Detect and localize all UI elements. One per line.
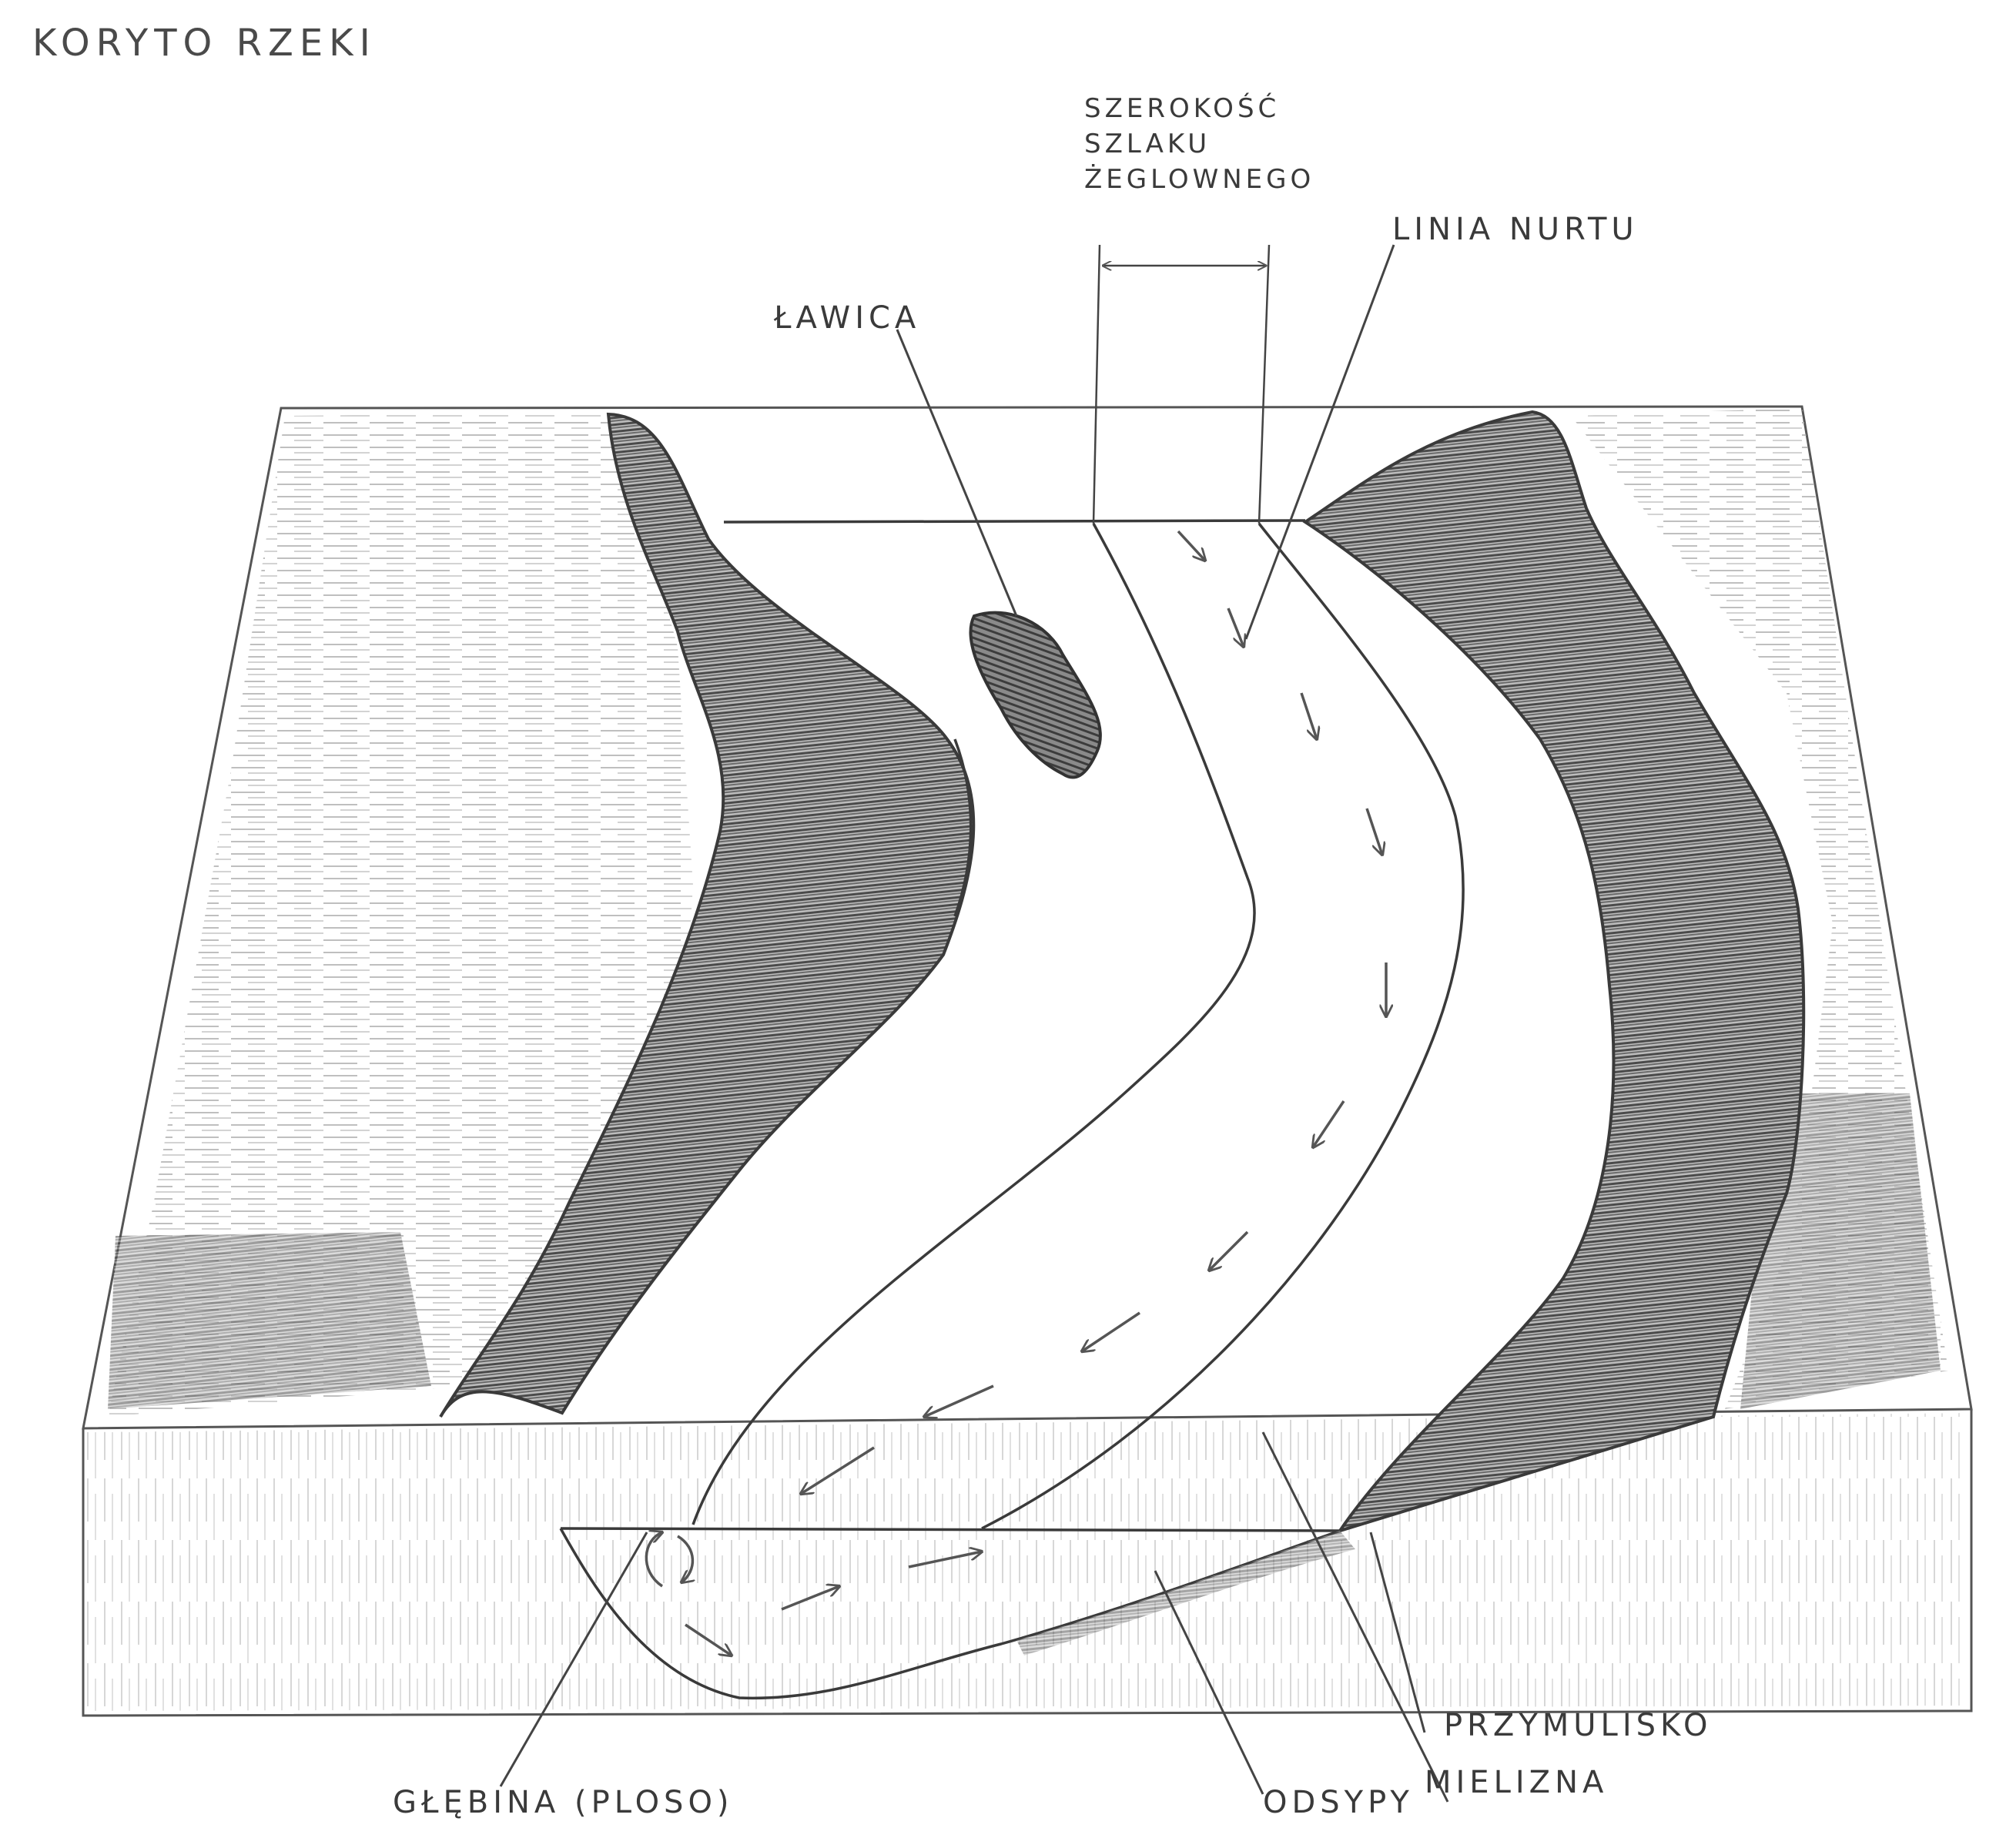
bar-shape: [970, 613, 1100, 778]
route-width-label-line3: ŻEGLOWNEGO: [1084, 162, 1314, 197]
route-width-marker: [1093, 245, 1269, 524]
route-width-left-guide: [1093, 245, 1100, 524]
flow-arrow: [1228, 608, 1244, 647]
front-face-shading: [85, 1413, 1967, 1711]
flow-arrow: [1082, 1313, 1140, 1351]
thalweg-label: LINIA NURTU: [1392, 212, 1639, 247]
left-edge-dark-patch: [108, 1232, 431, 1409]
floodplain-area-label: PRZYMULISKO: [1444, 1708, 1713, 1743]
flow-arrow: [1209, 1232, 1247, 1270]
shoal-label: MIELIZNA: [1425, 1765, 1608, 1800]
deposits-label: ODSYPY: [1263, 1785, 1414, 1820]
pool-label: GŁĘBINA (PLOSO): [393, 1785, 734, 1820]
flow-arrow: [924, 1386, 993, 1417]
bar-label: ŁAWICA: [774, 300, 920, 336]
route-width-label: SZEROKOŚĆ SZLAKU ŻEGLOWNEGO: [1084, 91, 1314, 197]
channel-top-edge: [724, 521, 1305, 522]
bar-leader: [897, 330, 1016, 616]
route-width-right-guide: [1259, 245, 1269, 524]
flow-arrow: [1313, 1101, 1344, 1147]
route-width-label-line1: SZEROKOŚĆ: [1084, 91, 1314, 126]
flow-arrow: [1367, 808, 1382, 855]
flow-arrow: [1301, 693, 1317, 739]
flow-arrow: [1178, 531, 1205, 561]
thalweg-leader: [1246, 245, 1394, 639]
route-width-label-line2: SZLAKU: [1084, 126, 1314, 162]
diagram-title: KORYTO RZEKI: [32, 22, 377, 65]
